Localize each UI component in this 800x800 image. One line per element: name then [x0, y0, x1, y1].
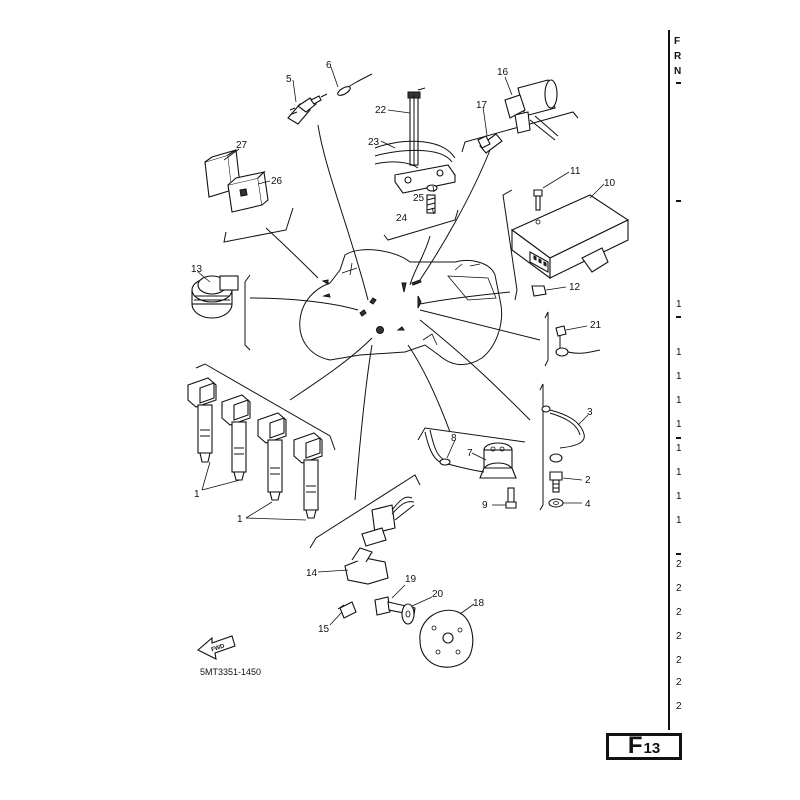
frame-connector-dot	[376, 326, 384, 334]
list-rule	[676, 316, 681, 318]
part-15-bolt	[337, 601, 357, 619]
list-ref-number: 2	[676, 655, 682, 666]
callout-10: 10	[604, 178, 616, 189]
header-letter-f: F	[674, 36, 681, 47]
header-letter-n: N	[674, 66, 682, 77]
callout-6: 6	[326, 60, 332, 71]
callout-23: 23	[368, 137, 380, 148]
part-14-pickup-coil	[344, 496, 415, 585]
part-3-sensor-lead	[541, 405, 585, 463]
part-26-relay	[227, 170, 269, 213]
list-rule	[676, 437, 681, 439]
parts-list-column-edge	[668, 30, 700, 730]
callout-3: 3	[587, 407, 593, 418]
callout-5: 5	[286, 74, 292, 85]
part-10-ecu	[510, 194, 630, 280]
part-20-washer	[401, 603, 415, 625]
callout-1-b: 1	[237, 514, 243, 525]
part-18-rotor-plate	[419, 609, 474, 668]
list-ref-number: 1	[676, 299, 682, 310]
callout-25: 25	[413, 193, 425, 204]
part-9-bolt	[505, 487, 517, 509]
list-ref-number: 2	[676, 559, 682, 570]
frame-silhouette	[299, 249, 503, 365]
callout-8: 8	[451, 433, 457, 444]
ignition-coil	[221, 394, 251, 481]
part-8-wire	[424, 429, 485, 473]
list-ref-number: 2	[676, 677, 682, 688]
forward-direction-arrow: FWD	[197, 635, 236, 660]
part-6-sensor-wire	[337, 73, 373, 96]
plate-letter: F	[627, 732, 643, 759]
leader-lines	[249, 124, 541, 501]
callout-17: 17	[476, 100, 488, 111]
part-21-ground-lead	[555, 325, 601, 357]
callout-22: 22	[375, 105, 387, 116]
fwd-label: FWD	[211, 643, 226, 653]
callout-2: 2	[585, 475, 591, 486]
list-ref-number: 1	[676, 347, 682, 358]
part-22-23-switch-assembly	[374, 87, 456, 214]
list-ref-number: 1	[676, 515, 682, 526]
list-ref-number: 2	[676, 701, 682, 712]
callout-numbers: 6 5 22 23 25 24 16 17 27 26 11 10 12 13 …	[191, 60, 616, 635]
callout-1-a: 1	[194, 489, 200, 500]
ignition-coil	[257, 412, 287, 501]
list-ref-number: 1	[676, 467, 682, 478]
callout-27: 27	[236, 140, 248, 151]
callout-12: 12	[569, 282, 581, 293]
group-brackets	[195, 111, 579, 549]
callout-leaders	[197, 66, 605, 626]
part-27-relay	[204, 149, 241, 198]
callout-21: 21	[590, 320, 602, 331]
part-12-nut	[531, 285, 547, 297]
part-13-pressure-sensor	[191, 275, 239, 319]
diagram-code: 5MT3351-1450	[200, 667, 261, 677]
part-1-ignition-coils	[187, 377, 323, 519]
list-ref-number: 2	[676, 607, 682, 618]
list-ref-number: 1	[676, 395, 682, 406]
callout-16: 16	[497, 67, 509, 78]
callout-20: 20	[432, 589, 444, 600]
callout-9: 9	[482, 500, 488, 511]
part-16-speed-sensor	[504, 79, 559, 141]
callout-24: 24	[396, 213, 408, 224]
callout-4: 4	[585, 499, 591, 510]
list-rule	[676, 200, 681, 202]
list-ref-number: 2	[676, 583, 682, 594]
callout-14: 14	[306, 568, 318, 579]
list-rule	[676, 82, 681, 84]
ignition-coil	[293, 432, 323, 519]
list-ref-number: 1	[676, 371, 682, 382]
part-5-temperature-sensor	[287, 93, 328, 125]
page-number-plate: F 13	[606, 733, 682, 760]
ignition-coil	[187, 377, 217, 463]
callout-15: 15	[318, 624, 330, 635]
list-ref-number: 2	[676, 631, 682, 642]
callout-19: 19	[405, 574, 417, 585]
plate-number: 13	[643, 740, 661, 757]
list-rule	[676, 553, 681, 555]
part-11-bolt	[533, 189, 543, 225]
part-4-washer	[548, 498, 564, 508]
callout-26: 26	[271, 176, 283, 187]
callout-18: 18	[473, 598, 485, 609]
list-ref-number: 1	[676, 491, 682, 502]
list-ref-number: 1	[676, 419, 682, 430]
part-2-switch	[549, 471, 563, 493]
list-ref-number: 1	[676, 443, 682, 454]
callout-13: 13	[191, 264, 203, 275]
header-letter-r: R	[674, 51, 682, 62]
part-7-crank-sensor	[479, 442, 517, 479]
callout-7: 7	[467, 448, 473, 459]
part-17-bolt	[477, 133, 503, 154]
callout-11: 11	[570, 166, 581, 177]
